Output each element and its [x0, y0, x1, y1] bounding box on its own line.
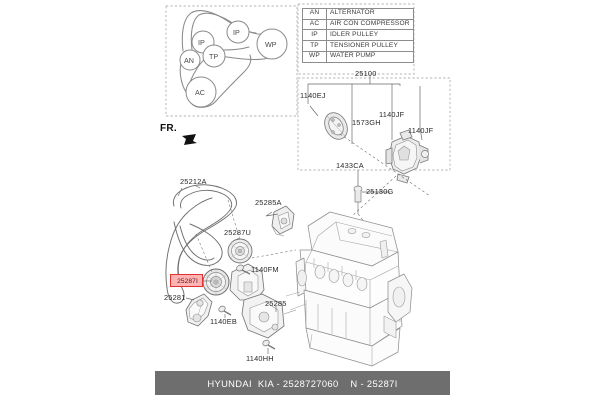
pulley-label-ac: AC [195, 88, 205, 97]
highlighted-part-box[interactable]: 25287I [170, 274, 203, 287]
proj-line-1 [339, 133, 431, 197]
callout-25100: 25100 [355, 69, 377, 78]
dash-belt-to-idler [227, 199, 241, 241]
callout-1140eb: 1140EB [210, 317, 237, 326]
dash-pulley-to-engine [251, 249, 297, 259]
highlighted-part-label: 25287I [177, 278, 198, 285]
callout-25285: 25285 [265, 299, 287, 308]
assembly-frame [297, 77, 451, 171]
legend-code: TP [302, 40, 327, 52]
callout-1140ej: 1140EJ [300, 91, 326, 100]
callout-1140hh: 1140HH [246, 354, 274, 363]
alternator-body [385, 129, 429, 184]
leader-25212a [195, 185, 201, 189]
dash-belt-to-tensioner [195, 233, 213, 273]
idler-pulley-25287u [227, 238, 253, 264]
legend-row: WP WATER PUMP [302, 50, 414, 63]
pulley-wp [256, 28, 288, 60]
legend-frame [297, 3, 415, 75]
callout-25287u: 25287U [224, 228, 252, 237]
bracket-25285a [271, 205, 295, 237]
pulley-label-wp: WP [265, 40, 277, 49]
legend-desc: WATER PUMP [326, 50, 414, 63]
callout-25130g: 25130G [366, 187, 394, 196]
leader-25281 [185, 297, 195, 301]
leader-1140JF-b [419, 86, 423, 141]
pulley-tp [202, 44, 226, 68]
legend-row: TP TENSIONER PULLEY [302, 40, 414, 52]
fr-arrow-icon [182, 134, 197, 145]
legend-code: IP [302, 29, 327, 42]
bolt-1140fm [236, 264, 251, 275]
tensioner-pulley-25287i [202, 268, 230, 296]
belt-path-inner-2 [179, 62, 187, 93]
bolt-1140hh [262, 339, 276, 350]
pulley-label-tp: TP [209, 52, 219, 61]
pulley-ip-top [226, 20, 250, 44]
tensioner-bracket-25285 [229, 263, 297, 339]
pulley-label-ip-top: IP [233, 28, 240, 37]
footer-bar: HYUNDAI KIA - 2528727060 N - 25287I [155, 371, 450, 395]
orientation-label: FR. [160, 123, 178, 134]
legend-code: WP [302, 50, 327, 63]
legend-desc: IDLER PULLEY [326, 29, 414, 42]
legend-table: AN ALTERNATOR AC AIR CON COMPRESSOR IP I… [302, 8, 414, 63]
legend-desc: TENSIONER PULLEY [326, 40, 414, 52]
belt-25212a-lower-loop-2 [179, 225, 215, 261]
leader-25212a-2 [177, 187, 183, 197]
callout-1140jf-a: 1140JF [379, 110, 405, 119]
callout-1140fm: 1140FM [251, 265, 279, 274]
belt-path-inner-3 [223, 46, 250, 51]
leader-1140EJ [307, 86, 319, 117]
belt-path-outer-4 [215, 54, 252, 102]
callout-1573gh: 1573GH [352, 118, 381, 127]
tensioner-arm-25281 [185, 293, 213, 327]
orientation-marker: FR. [160, 124, 177, 134]
pulley-label-ip-left: IP [198, 38, 205, 47]
bolt-1140eb [218, 305, 232, 316]
callout-25281: 25281 [164, 293, 186, 302]
crank-pulley [324, 112, 348, 140]
pulley-group [179, 20, 288, 108]
belt-25212a-lower-loop [173, 221, 223, 266]
leader-25285a [265, 211, 279, 217]
callout-25212a: 25212A [180, 177, 207, 186]
legend-row: IP IDLER PULLEY [302, 29, 414, 42]
callout-1433ca: 1433CA [336, 161, 364, 170]
footer-text: HYUNDAI KIA - 2528727060 N - 25287I [207, 377, 398, 389]
belt-diagram-frame [165, 5, 298, 117]
callout-1140jf-b: 1140JF [408, 126, 434, 135]
pulley-ac [185, 76, 217, 108]
belt-25212a-inner [177, 189, 233, 287]
leader-25100 [307, 83, 401, 86]
pulley-an [179, 49, 201, 71]
callout-25285a: 25285A [255, 198, 282, 207]
pulley-label-an: AN [184, 56, 194, 65]
